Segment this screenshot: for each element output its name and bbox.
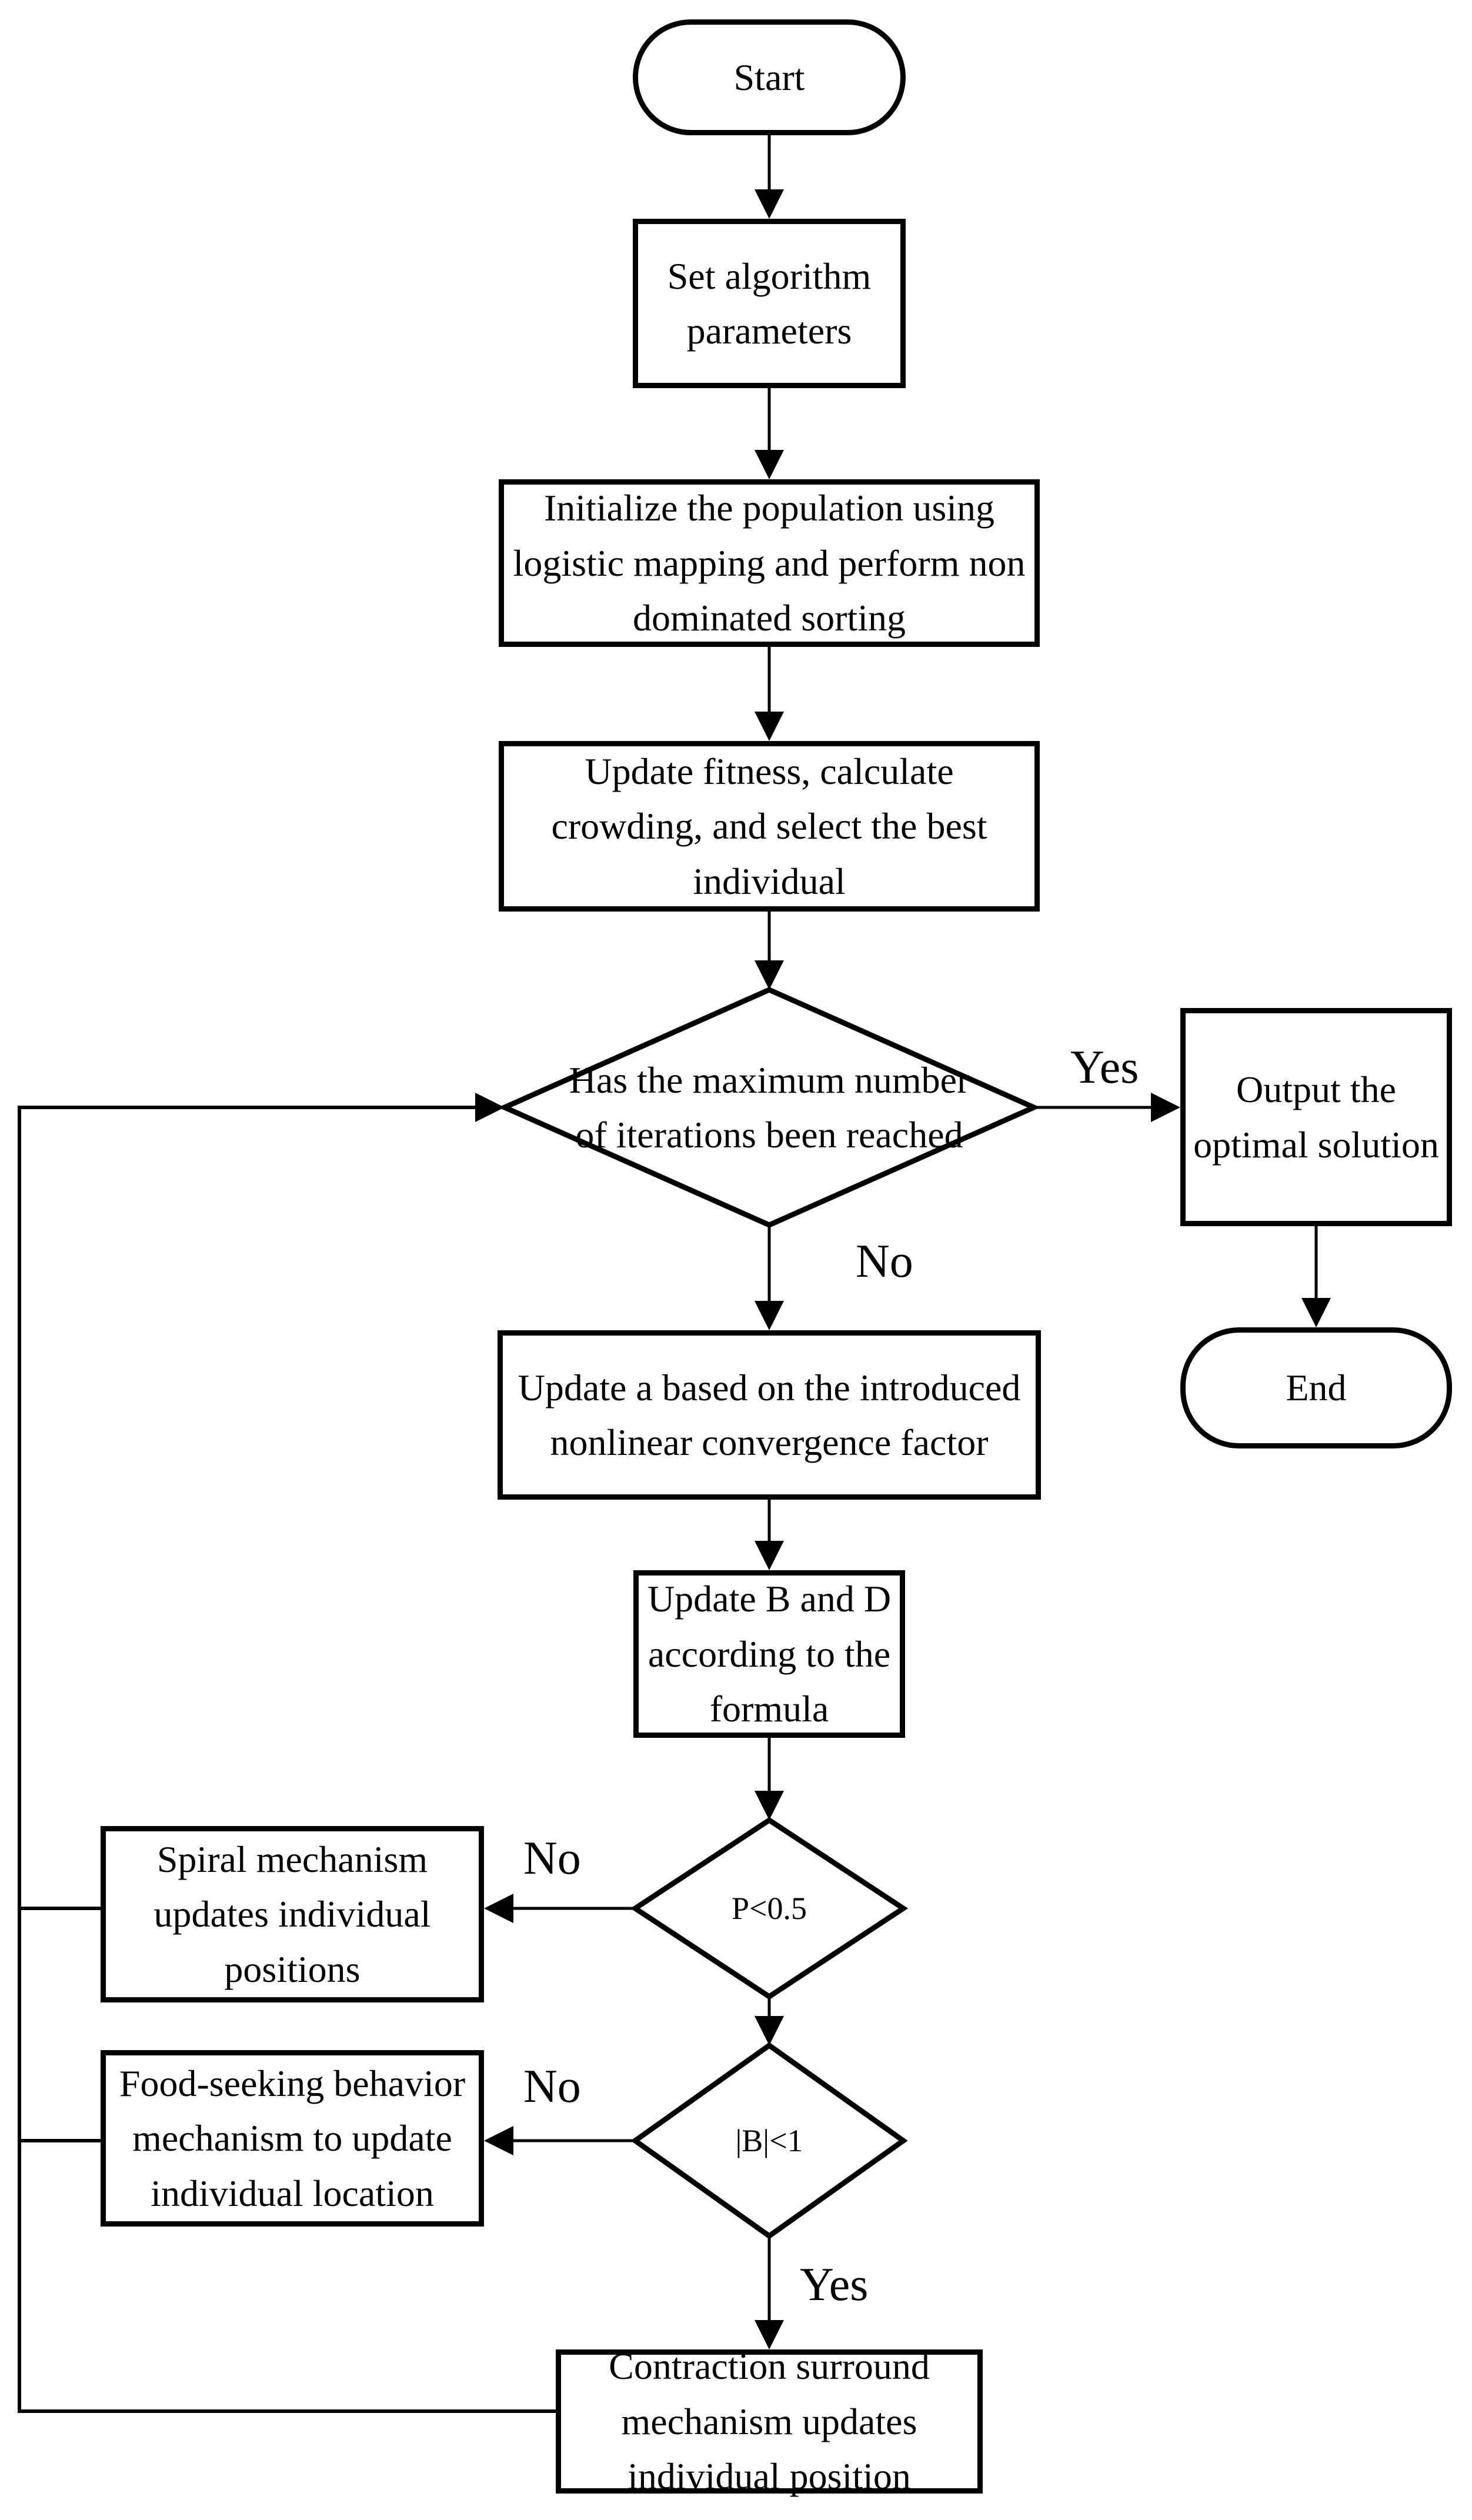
arrowhead-left-icon	[484, 1894, 513, 1923]
node-contraction-surround-label: Contraction surround mechanism updates i…	[609, 2345, 930, 2498]
edge-loop-back	[18, 1106, 556, 2413]
diamond-max-iterations-shape	[498, 987, 1041, 1228]
arrowhead-right-icon	[475, 1093, 505, 1122]
node-start: Start	[633, 19, 906, 135]
arrowhead-down-icon	[755, 1301, 784, 1330]
flow-edges	[511, 135, 1318, 2322]
node-spiral-mechanism: Spiral mechanism updates individual posi…	[101, 1826, 484, 2002]
decision-diamonds	[498, 987, 1041, 2239]
node-update-a-label: Update a based on the introduced nonline…	[518, 1366, 1021, 1463]
edge-label-max-iter-yes: Yes	[1070, 1042, 1139, 1093]
node-update-b-d: Update B and D according to the formula	[633, 1570, 905, 1738]
arrowhead-down-icon	[755, 960, 784, 990]
node-set-parameters-label: Set algorithm parameters	[667, 255, 872, 352]
node-food-seeking: Food-seeking behavior mechanism to updat…	[101, 2050, 484, 2227]
node-food-seeking-label: Food-seeking behavior mechanism to updat…	[119, 2062, 466, 2214]
arrowhead-down-icon	[755, 1791, 784, 1820]
arrowheads	[475, 189, 1331, 2349]
diamond-p-shape	[630, 1817, 909, 2000]
arrowhead-down-icon	[755, 189, 784, 219]
node-start-label: Start	[733, 56, 805, 98]
arrowhead-left-icon	[484, 2126, 513, 2155]
node-update-b-d-label: Update B and D according to the formula	[647, 1578, 892, 1730]
edge-label-b-no: No	[523, 2061, 581, 2112]
node-initialize-population-label: Initialize the population using logistic…	[513, 487, 1026, 639]
node-initialize-population: Initialize the population using logistic…	[499, 479, 1040, 647]
arrowhead-down-icon	[755, 450, 784, 479]
diamond-b-shape	[630, 2042, 908, 2239]
node-end: End	[1180, 1327, 1452, 1448]
node-output-solution-label: Output the optimal solution	[1193, 1069, 1439, 1166]
node-update-fitness-label: Update fitness, calculate crowding, and …	[551, 750, 987, 902]
node-contraction-surround: Contraction surround mechanism updates i…	[556, 2345, 983, 2497]
node-spiral-mechanism-label: Spiral mechanism updates individual posi…	[153, 1838, 431, 1990]
node-end-label: End	[1286, 1367, 1347, 1409]
node-update-a: Update a based on the introduced nonline…	[498, 1330, 1041, 1500]
edge-label-max-iter-no: No	[856, 1236, 913, 1287]
node-output-solution: Output the optimal solution	[1180, 1008, 1452, 1226]
arrowhead-down-icon	[755, 712, 784, 741]
arrowhead-down-icon	[755, 2320, 784, 2349]
edge-label-p-no: No	[523, 1833, 581, 1884]
arrowhead-down-icon	[755, 2016, 784, 2045]
loop-back-lines	[18, 1106, 556, 2413]
arrowhead-right-icon	[1151, 1093, 1180, 1122]
arrowhead-down-icon	[755, 1541, 784, 1570]
node-set-parameters: Set algorithm parameters	[633, 219, 906, 388]
edge-label-b-yes: Yes	[800, 2259, 869, 2311]
arrowhead-down-icon	[1301, 1298, 1331, 1327]
node-update-fitness: Update fitness, calculate crowding, and …	[499, 741, 1040, 912]
